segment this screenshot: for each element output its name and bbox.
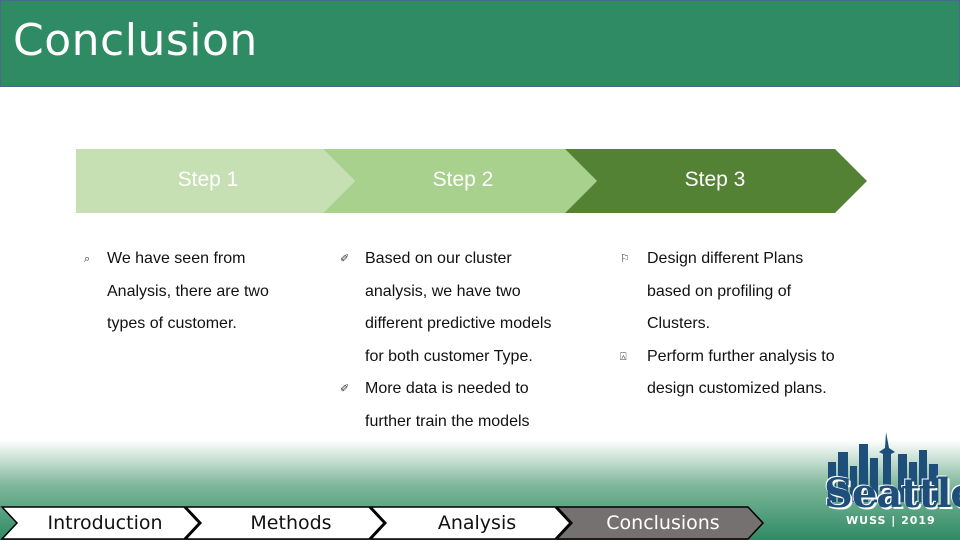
logo-subtitle: WUSS | 2019 bbox=[846, 514, 936, 527]
bullet-line: We have seen from bbox=[107, 250, 246, 267]
bullet-item: ⚐ Design different Plans based on profil… bbox=[620, 243, 880, 341]
bullet-line: Design different Plans bbox=[647, 250, 804, 267]
bullet-item: ⌕ We have seen from Analysis, there are … bbox=[84, 243, 314, 341]
step-1-label: Step 1 bbox=[177, 168, 239, 191]
bullet-line: Based on our cluster bbox=[365, 250, 512, 267]
flag-icon: ⚐ bbox=[620, 252, 630, 265]
nav-item-conclusions[interactable] bbox=[555, 506, 765, 540]
bullet-line: Clusters. bbox=[647, 315, 711, 332]
bullet-item: ✐ Based on our cluster analysis, we have… bbox=[340, 243, 590, 373]
bullet-line: Perform further analysis to bbox=[647, 347, 835, 365]
bullet-line: analysis, we have two bbox=[365, 282, 521, 300]
bullet-line: design customized plans. bbox=[647, 380, 827, 397]
bullet-line: different predictive models bbox=[365, 315, 552, 332]
step-2-label: Step 2 bbox=[432, 168, 494, 191]
logo-title: Seattle bbox=[824, 470, 960, 517]
step-3-label: Step 3 bbox=[684, 168, 746, 191]
step-1-content: ⌕ We have seen from Analysis, there are … bbox=[84, 243, 314, 341]
step-2-chevron bbox=[323, 149, 597, 213]
seattle-skyline-logo bbox=[828, 432, 938, 502]
bullet-line: More data is needed to bbox=[365, 380, 529, 397]
bullet-item: ⍓ Perform further analysis to design cus… bbox=[620, 341, 880, 406]
magnifier-icon: ⌕ bbox=[84, 252, 91, 265]
bullet-line: for both customer Type. bbox=[365, 347, 533, 365]
nav-label-introduction[interactable]: Introduction bbox=[47, 512, 163, 534]
bullet-line: based on profiling of bbox=[647, 282, 792, 300]
nav-label-methods[interactable]: Methods bbox=[250, 512, 332, 534]
pin-icon: ✐ bbox=[340, 252, 350, 265]
bullet-line: Analysis, there are two bbox=[107, 282, 269, 300]
nav-label-conclusions[interactable]: Conclusions bbox=[606, 512, 720, 534]
step-3-content: ⚐ Design different Plans based on profil… bbox=[620, 243, 880, 406]
bullet-line: further train the models bbox=[365, 412, 530, 430]
bullet-item: ✐ More data is needed to further train t… bbox=[340, 373, 590, 438]
step-1-chevron bbox=[76, 149, 355, 213]
page-title: Conclusion bbox=[13, 15, 258, 66]
nav-item-analysis[interactable] bbox=[369, 506, 572, 540]
nav-item-introduction[interactable] bbox=[0, 506, 201, 540]
nav-item-methods[interactable] bbox=[184, 506, 386, 540]
pin-icon: ✐ bbox=[340, 382, 350, 395]
nav-label-analysis[interactable]: Analysis bbox=[437, 512, 517, 534]
step-2-content: ✐ Based on our cluster analysis, we have… bbox=[340, 243, 590, 438]
title-bar: Conclusion bbox=[0, 0, 960, 87]
section-nav bbox=[0, 506, 765, 540]
bullet-line: types of customer. bbox=[107, 315, 237, 332]
tray-icon: ⍓ bbox=[620, 349, 627, 363]
step-3-chevron bbox=[565, 149, 867, 213]
